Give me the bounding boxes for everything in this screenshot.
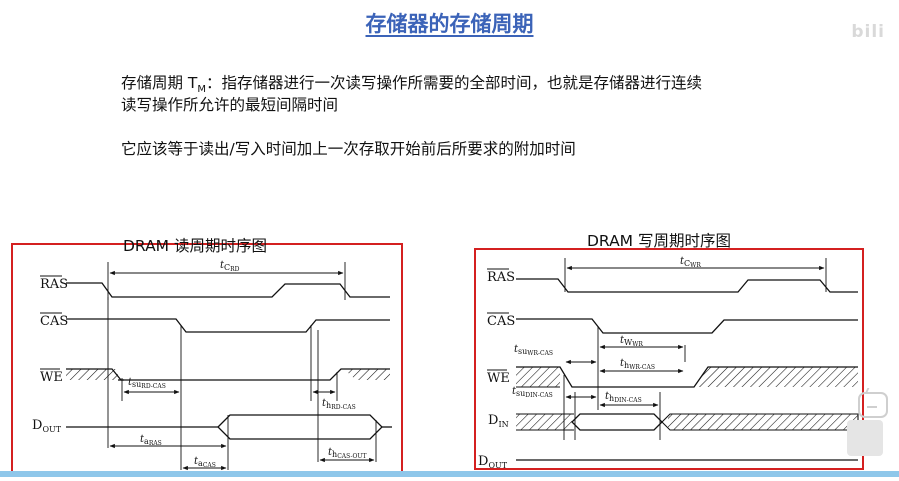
read-dout-label: DOUT bbox=[32, 418, 62, 434]
write-diagram-title: DRAM 写周期时序图 bbox=[587, 232, 731, 250]
write-cas-label: CAS bbox=[487, 314, 515, 329]
read-param-labels: tCRD tsuRD-CAS thRD-CAS taRAS taCAS thCA… bbox=[128, 260, 366, 469]
write-tsu-din-label: tsuDIN-CAS bbox=[512, 386, 553, 399]
write-th-wr-label: thWR-CAS bbox=[620, 358, 655, 371]
write-th-din-label: thDIN-CAS bbox=[605, 391, 642, 404]
write-din-label: DIN bbox=[488, 413, 509, 429]
write-ras-wave bbox=[516, 278, 858, 293]
read-we-wave bbox=[66, 368, 390, 381]
bilibili-watermark: bili bbox=[851, 22, 885, 42]
write-tw-label: tWWR bbox=[620, 335, 643, 348]
read-ras-wave bbox=[66, 282, 390, 298]
write-we-hatch-left bbox=[516, 367, 560, 387]
read-we-hatch-left bbox=[66, 369, 118, 380]
video-progress-bar[interactable] bbox=[0, 471, 899, 477]
read-ras-label: RAS bbox=[40, 277, 68, 292]
read-th-out-label: thCAS-OUT bbox=[328, 447, 366, 460]
page-title: 存储器的存储周期 bbox=[365, 11, 534, 36]
write-we-wave bbox=[516, 366, 858, 388]
read-ta-cas-label: taCAS bbox=[194, 456, 216, 469]
intro-line-3: 它应该等于读出/写入时间加上一次存取开始前后所要求的附加时间 bbox=[121, 140, 576, 158]
read-diagram-title: DRAM 读周期时序图 bbox=[123, 237, 267, 255]
read-cas-label: CAS bbox=[40, 314, 68, 329]
write-tc-label: tCWR bbox=[680, 256, 701, 269]
write-we-label: WE bbox=[487, 371, 510, 386]
intro-line-2: 读写操作所允许的最短间隔时间 bbox=[121, 96, 339, 114]
read-we-hatch-right bbox=[344, 369, 390, 380]
read-we-label: WE bbox=[40, 370, 63, 385]
write-cas-wave bbox=[516, 318, 858, 334]
write-reference-lines bbox=[563, 258, 827, 440]
write-din-valid bbox=[571, 413, 663, 431]
read-arrows bbox=[109, 270, 375, 471]
read-tsu-label: tsuRD-CAS bbox=[128, 377, 166, 390]
read-signal-labels: RAS CAS WE DOUT bbox=[32, 275, 68, 434]
write-param-labels: tCWR tWWR tsuWR-CAS thWR-CAS tsuDIN-CAS … bbox=[512, 256, 701, 404]
read-reference-lines bbox=[107, 262, 377, 470]
intro-line-1: 存储周期 TM：指存储器进行一次读写操作所需要的全部时间，也就是存储器进行连续 bbox=[121, 74, 703, 96]
write-arrows bbox=[565, 265, 825, 408]
write-tsu-wr-label: tsuWR-CAS bbox=[514, 344, 553, 357]
write-we-hatch-right bbox=[694, 367, 858, 387]
write-dout-label: DOUT bbox=[478, 454, 508, 470]
tv-icon[interactable] bbox=[858, 392, 888, 418]
write-din-hatch-right bbox=[668, 414, 858, 430]
side-panel-square[interactable] bbox=[847, 420, 883, 456]
read-ta-ras-label: taRAS bbox=[140, 434, 162, 447]
write-diagram-box bbox=[474, 248, 864, 470]
read-cas-wave bbox=[66, 318, 390, 333]
write-ras-label: RAS bbox=[487, 270, 515, 285]
read-th-label: thRD-CAS bbox=[322, 398, 356, 411]
read-tc-label: tCRD bbox=[220, 260, 240, 273]
write-din-hatch-left bbox=[516, 414, 572, 430]
write-signal-labels: RAS CAS WE DIN DOUT bbox=[478, 268, 515, 470]
